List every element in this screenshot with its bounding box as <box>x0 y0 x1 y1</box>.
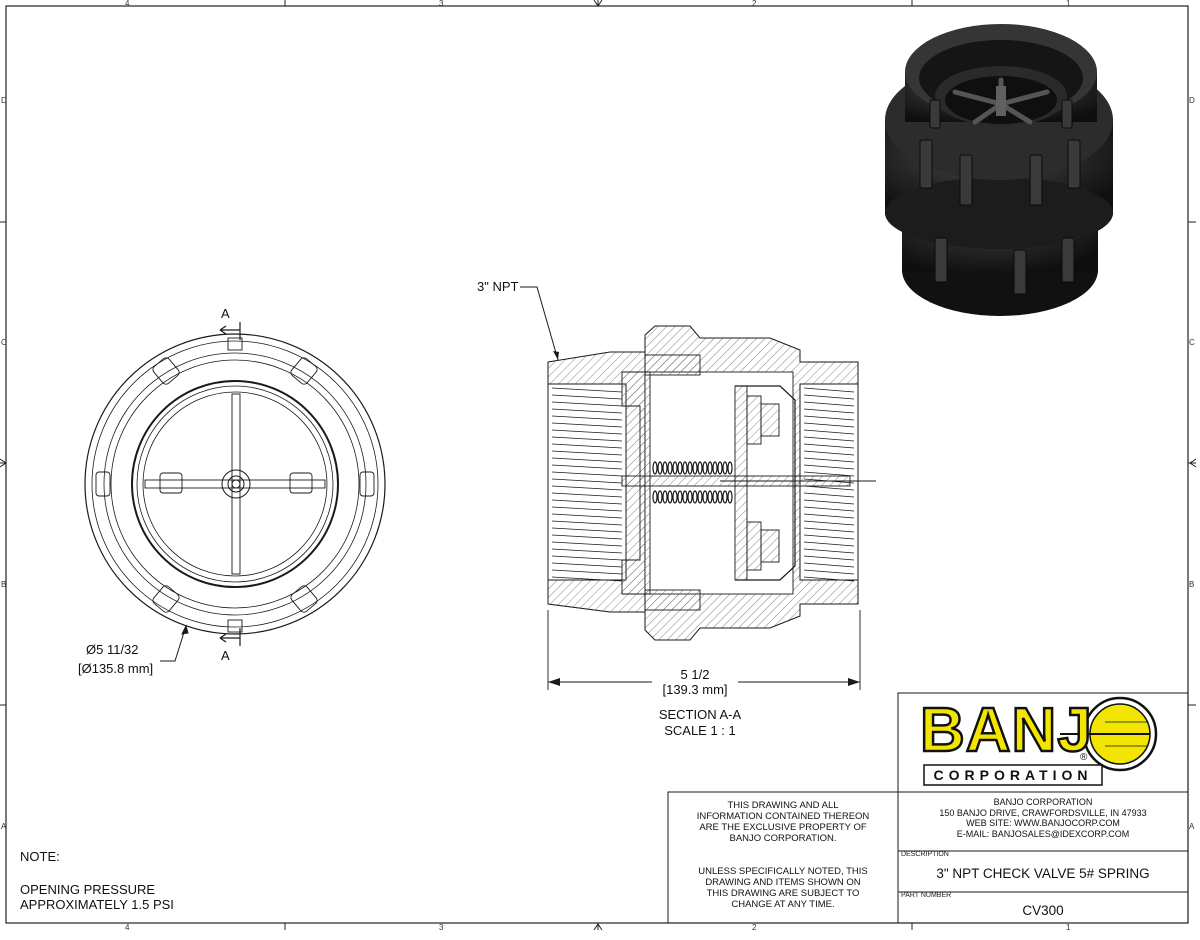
length-dimension: 5 1/2 <box>680 667 710 682</box>
diameter-dimension-metric: [Ø135.8 mm] <box>78 661 154 676</box>
diameter-dimension: Ø5 11/32 <box>86 642 139 657</box>
zone-top-4: 4 <box>125 0 130 8</box>
banjo-logo <box>923 696 1158 786</box>
change-notice-line: THIS DRAWING ARE SUBJECT TO <box>706 888 860 899</box>
section-marker-bottom: A <box>221 648 230 663</box>
property-notice-line: INFORMATION CONTAINED THEREON <box>696 811 870 822</box>
zone-left-a: A <box>1 822 7 831</box>
logo-corporation: CORPORATION <box>933 767 1093 783</box>
company-email: E-MAIL: BANJOSALES@IDEXCORP.COM <box>956 828 1130 839</box>
company-name: BANJO CORPORATION <box>993 797 1093 807</box>
zone-bottom-4: 4 <box>125 923 130 932</box>
note-line-1: OPENING PRESSURE <box>20 882 156 897</box>
change-notice-line: UNLESS SPECIFICALLY NOTED, THIS <box>698 866 868 877</box>
property-notice: THIS DRAWING AND ALL INFORMATION CONTAIN… <box>668 800 898 844</box>
logo-registered-mark: ® <box>1080 752 1088 763</box>
zone-top-3: 3 <box>439 0 444 8</box>
zone-left-b: B <box>1 580 7 589</box>
zone-top-1: 1 <box>1066 0 1071 8</box>
zone-right-b: B <box>1189 580 1195 589</box>
zone-right-a: A <box>1189 822 1195 831</box>
zone-left-d: D <box>1 96 7 105</box>
part-number-label: PART NUMBER <box>901 892 952 899</box>
section-view <box>520 286 876 690</box>
change-notice-line: CHANGE AT ANY TIME. <box>731 899 835 910</box>
property-notice-line: THIS DRAWING AND ALL <box>727 800 839 811</box>
section-scale: SCALE 1 : 1 <box>664 723 736 738</box>
logo-wordmark: BANJ <box>919 696 1093 765</box>
valve-render-image <box>885 24 1113 316</box>
change-notice: UNLESS SPECIFICALLY NOTED, THIS DRAWING … <box>668 866 898 910</box>
zone-right-d: D <box>1189 96 1195 105</box>
section-title: SECTION A-A <box>658 707 742 722</box>
note-heading: NOTE: <box>20 849 60 864</box>
zone-left-c: C <box>1 338 7 347</box>
zone-top-2: 2 <box>752 0 757 8</box>
note-line-2: APPROXIMATELY 1.5 PSI <box>20 897 174 912</box>
zone-right-c: C <box>1189 338 1195 347</box>
zone-bottom-3: 3 <box>439 923 444 932</box>
property-notice-line: BANJO CORPORATION. <box>729 833 837 844</box>
company-website: WEB SITE: WWW.BANJOCORP.COM <box>966 818 1120 828</box>
length-dimension-metric: [139.3 mm] <box>662 682 728 697</box>
change-notice-line: DRAWING AND ITEMS SHOWN ON <box>705 877 861 888</box>
property-notice-line: ARE THE EXCLUSIVE PROPERTY OF <box>699 822 867 833</box>
title-block <box>667 692 1189 924</box>
zone-bottom-2: 2 <box>752 923 757 932</box>
description-value: 3" NPT CHECK VALVE 5# SPRING <box>936 866 1150 881</box>
company-address: 150 BANJO DRIVE, CRAWFORDSVILLE, IN 4793… <box>939 807 1147 818</box>
thread-callout: 3" NPT <box>477 279 519 294</box>
description-label: DESCRIPTION <box>901 851 949 858</box>
zone-bottom-1: 1 <box>1066 923 1071 932</box>
company-info: BANJO CORPORATION 150 BANJO DRIVE, CRAWF… <box>898 797 1188 839</box>
section-marker-top: A <box>221 306 230 321</box>
part-number-value: CV300 <box>1022 903 1064 918</box>
front-view <box>84 322 386 662</box>
